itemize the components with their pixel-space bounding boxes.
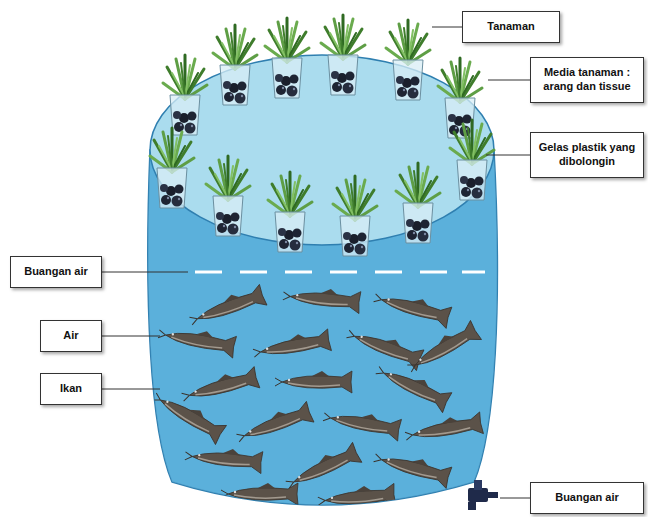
label-text: Buangan air bbox=[16, 265, 96, 279]
label-box: Gelas plastik yang dibolongin bbox=[530, 132, 644, 178]
label-box: Ikan bbox=[40, 373, 102, 405]
label-text: Air bbox=[46, 329, 96, 343]
label-text: Buangan air bbox=[536, 491, 638, 505]
label-box: Buangan air bbox=[10, 256, 102, 288]
label-box: Media tanaman : arang dan tissue bbox=[530, 57, 644, 103]
label-box: Air bbox=[40, 320, 102, 352]
overflow-dashes bbox=[195, 271, 485, 274]
label-text: Media tanaman : arang dan tissue bbox=[536, 66, 638, 94]
drain-tap bbox=[468, 480, 498, 510]
bucket-top bbox=[150, 55, 494, 245]
label-box: Tanaman bbox=[462, 11, 560, 43]
label-text: Ikan bbox=[46, 382, 96, 396]
back-plants bbox=[163, 15, 482, 138]
leader-lines bbox=[100, 27, 530, 498]
label-text: Gelas plastik yang dibolongin bbox=[536, 141, 638, 169]
front-plants bbox=[150, 120, 494, 256]
fish-group bbox=[149, 284, 484, 512]
label-text: Tanaman bbox=[468, 20, 554, 34]
label-box: Buangan air bbox=[530, 482, 644, 514]
